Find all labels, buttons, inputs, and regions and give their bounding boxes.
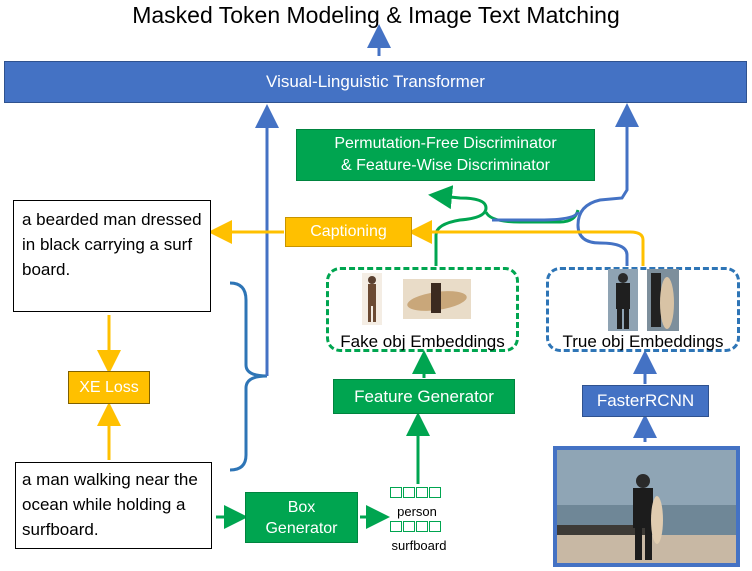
visual-linguistic-transformer: Visual-Linguistic Transformer bbox=[4, 61, 747, 103]
box-generator-line1: Box bbox=[287, 498, 316, 516]
fake-person-crop bbox=[362, 273, 382, 325]
person-box-tokens bbox=[390, 487, 450, 499]
fake-embeddings-label: Fake obj Embeddings bbox=[340, 332, 505, 351]
text-brace bbox=[229, 281, 268, 472]
discriminator-line1: Permutation-Free Discriminator bbox=[334, 135, 557, 152]
fake-to-disc-arrow bbox=[428, 185, 488, 266]
input-image bbox=[553, 446, 740, 567]
fake-embeddings-group bbox=[326, 267, 519, 352]
box-generator-box: Box Generator bbox=[245, 492, 358, 543]
captioning-box: Captioning bbox=[285, 217, 412, 247]
fake-surfboard-crop bbox=[403, 279, 471, 319]
true-embeddings-label: True obj Embeddings bbox=[562, 332, 724, 351]
discriminator-line2: & Feature-Wise Discriminator bbox=[341, 157, 550, 174]
true-person-crop bbox=[608, 269, 638, 331]
true-to-caption-arrow bbox=[408, 220, 645, 266]
faster-rcnn-box: FasterRCNN bbox=[582, 385, 709, 417]
discriminator-box: Permutation-Free Discriminator & Feature… bbox=[296, 129, 595, 181]
true-surfboard-crop bbox=[647, 269, 679, 331]
beach-scene bbox=[557, 450, 736, 563]
true-to-disc-link bbox=[492, 211, 580, 222]
surfboard-box-tokens bbox=[390, 521, 450, 533]
true-embeddings-group bbox=[546, 267, 740, 352]
ground-truth-caption: a man walking near the ocean while holdi… bbox=[15, 462, 212, 549]
feature-generator-box: Feature Generator bbox=[333, 379, 515, 414]
person-box-label: person bbox=[397, 503, 437, 519]
true-to-transformer-arrow bbox=[576, 103, 639, 266]
diagram-title: Masked Token Modeling & Image Text Match… bbox=[132, 2, 620, 28]
xe-loss-box: XE Loss bbox=[68, 371, 150, 404]
generated-caption: a bearded man dressed in black carrying … bbox=[13, 200, 211, 312]
box-generator-line2: Generator bbox=[265, 519, 338, 537]
surfboard-box-label: surfboard bbox=[391, 537, 447, 553]
